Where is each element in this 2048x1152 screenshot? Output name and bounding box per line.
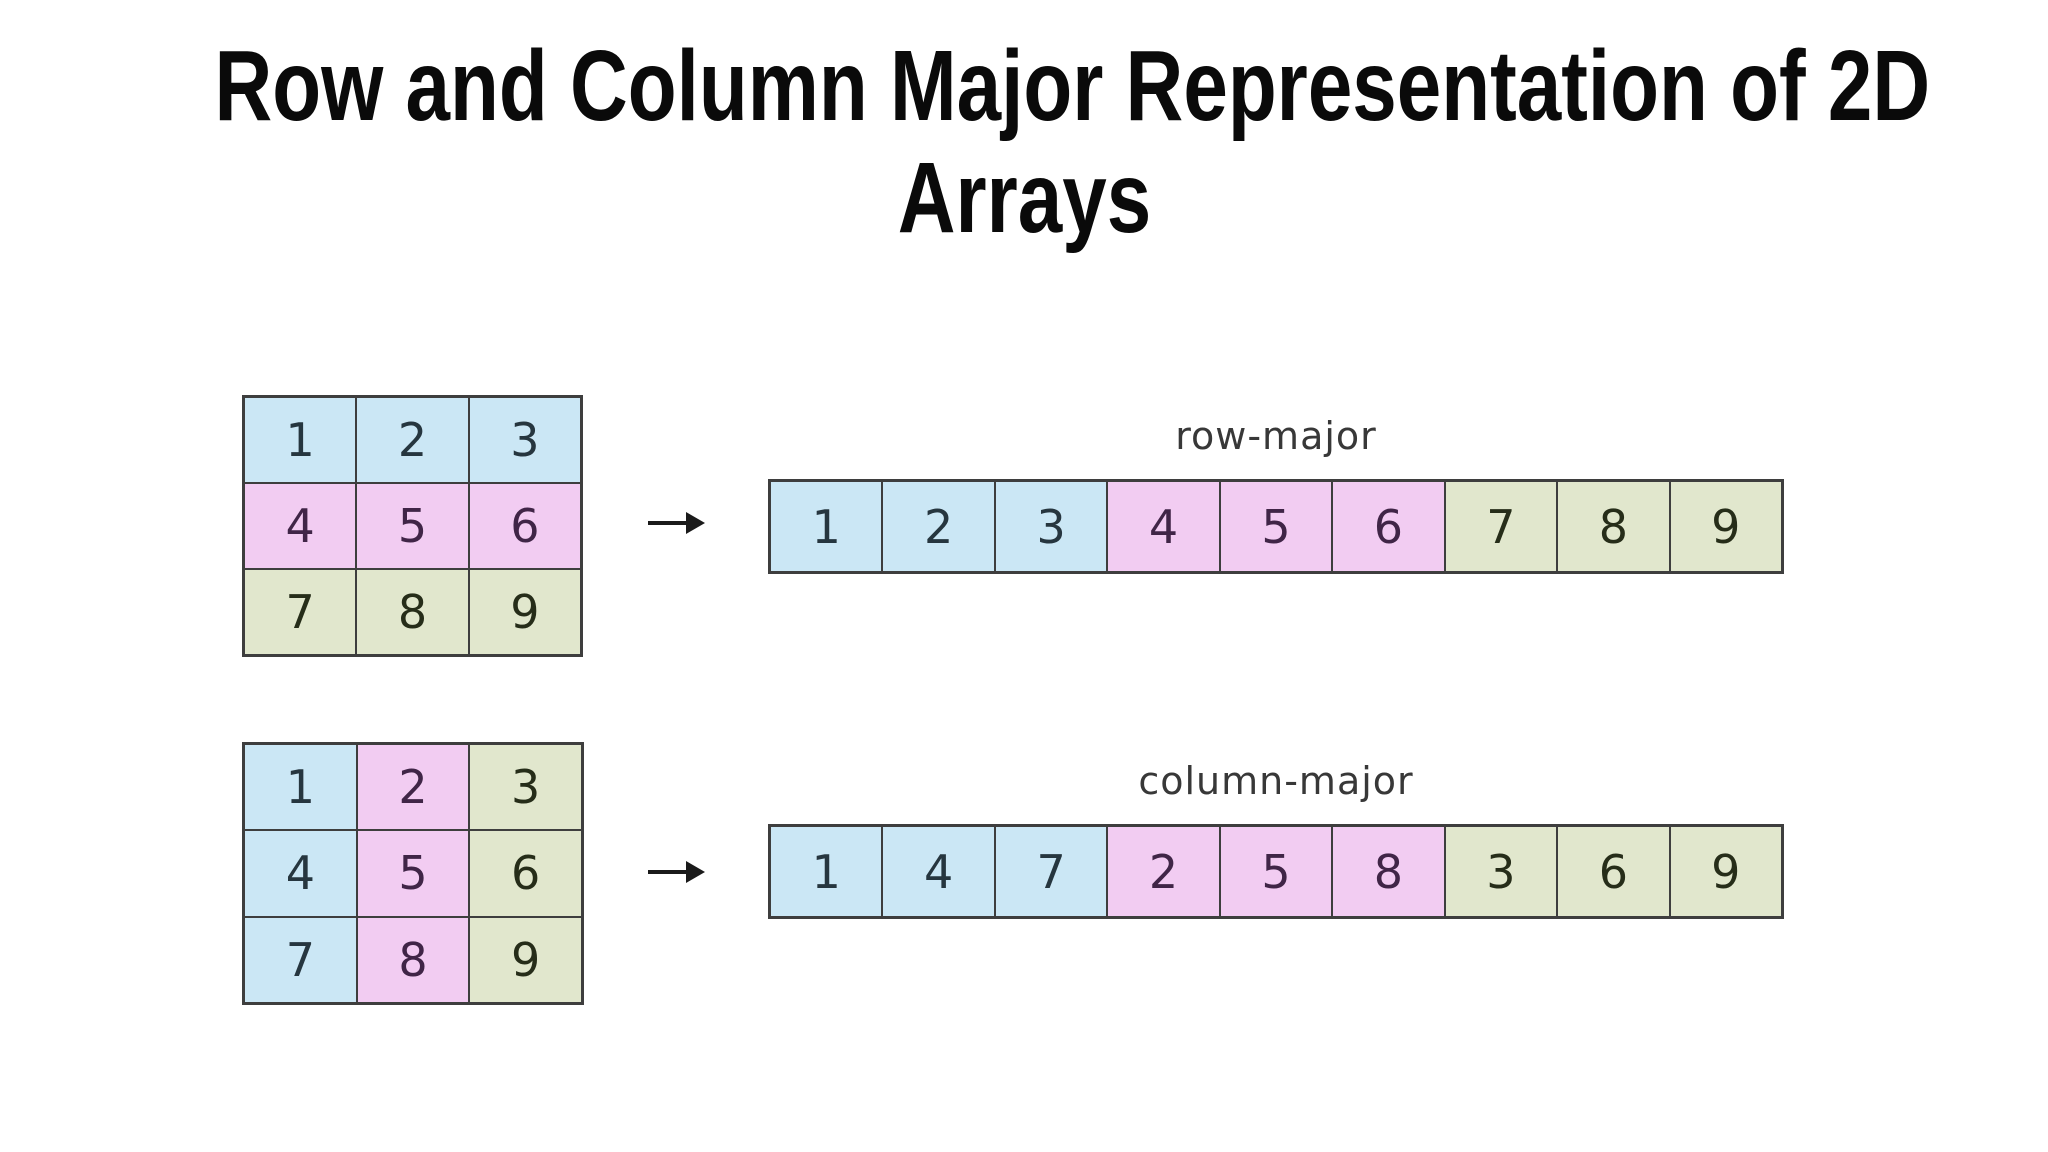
- array-cell: 8: [1333, 827, 1444, 916]
- matrix-cell: 6: [469, 484, 580, 568]
- array-cell: 9: [1670, 827, 1781, 916]
- array-cell: 1: [771, 827, 882, 916]
- page-title-line-2: Arrays: [897, 142, 1151, 254]
- matrix-cell: 4: [245, 831, 356, 916]
- page-title: Row and Column Major Representation of 2…: [0, 30, 2048, 254]
- page-title-line-1: Row and Column Major Representation of 2…: [214, 30, 1931, 142]
- array-cell: 8: [1558, 482, 1669, 571]
- array-cell: 7: [995, 827, 1107, 916]
- row-major-matrix: 1 2 3 4 5 6 7 8 9: [242, 395, 583, 657]
- matrix-cell: 1: [245, 745, 356, 830]
- array-cell: 4: [1108, 482, 1219, 571]
- matrix-cell: 9: [469, 570, 580, 654]
- array-cell: 2: [883, 482, 994, 571]
- right-arrow-icon: [644, 852, 708, 892]
- array-cell: 2: [1108, 827, 1219, 916]
- matrix-cell: 6: [470, 831, 581, 916]
- column-major-label: column-major: [1138, 759, 1414, 803]
- matrix-cell: 2: [357, 398, 468, 482]
- array-cell: 3: [995, 482, 1107, 571]
- array-cell: 5: [1220, 827, 1332, 916]
- array-cell: 6: [1558, 827, 1669, 916]
- matrix-cell: 3: [469, 398, 580, 482]
- matrix-cell: 3: [470, 745, 581, 830]
- array-cell: 3: [1445, 827, 1557, 916]
- matrix-cell: 7: [245, 917, 356, 1002]
- array-cell: 1: [771, 482, 882, 571]
- right-arrow-icon: [644, 503, 708, 543]
- column-major-array: 1 4 7 2 5 8 3 6 9: [768, 824, 1784, 919]
- matrix-cell: 8: [357, 917, 469, 1002]
- array-cell: 5: [1220, 482, 1332, 571]
- array-cell: 6: [1333, 482, 1444, 571]
- array-cell: 4: [883, 827, 994, 916]
- matrix-cell: 9: [470, 917, 581, 1002]
- row-major-array: 1 2 3 4 5 6 7 8 9: [768, 479, 1784, 574]
- column-major-matrix: 1 2 3 4 5 6 7 8 9: [242, 742, 584, 1005]
- array-cell: 7: [1445, 482, 1557, 571]
- matrix-cell: 7: [245, 570, 356, 654]
- matrix-cell: 2: [357, 745, 469, 830]
- matrix-cell: 5: [357, 831, 469, 916]
- matrix-cell: 8: [357, 570, 468, 654]
- matrix-cell: 4: [245, 484, 356, 568]
- matrix-cell: 5: [357, 484, 468, 568]
- row-major-label: row-major: [1175, 414, 1377, 458]
- matrix-cell: 1: [245, 398, 356, 482]
- array-cell: 9: [1670, 482, 1781, 571]
